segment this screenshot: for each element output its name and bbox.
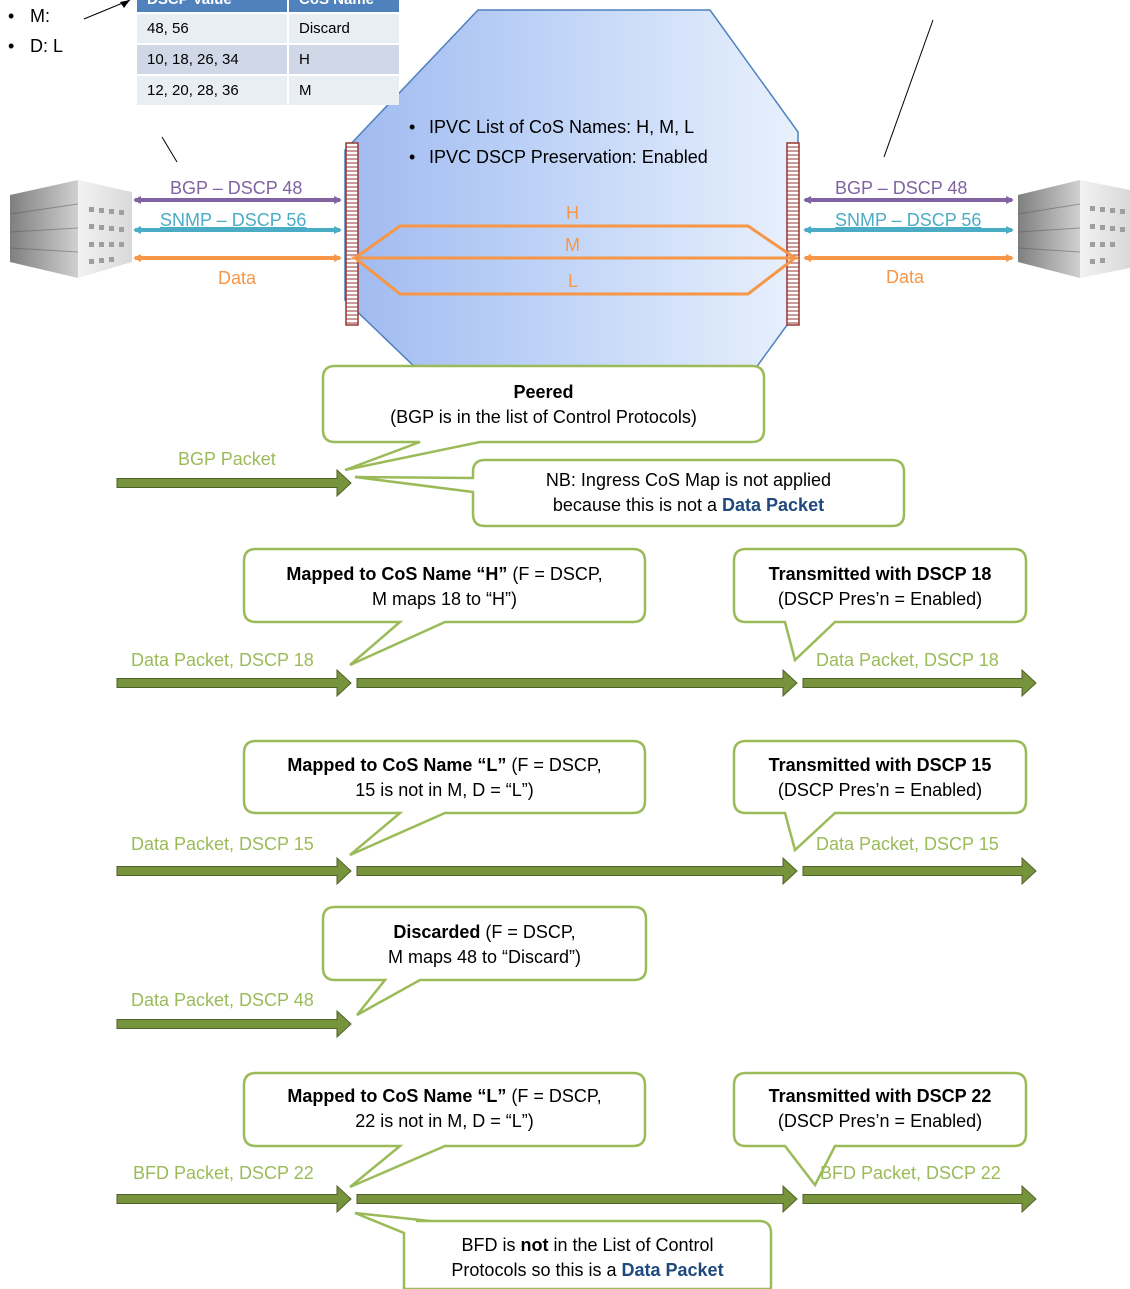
packet-out-bfd22: BFD Packet, DSCP 22 <box>820 1163 1001 1183</box>
callout-transmitted-18: Transmitted with DSCP 18 (DSCP Pres’n = … <box>768 564 992 609</box>
right-building <box>1017 180 1130 278</box>
packet-in-bfd22: BFD Packet, DSCP 22 <box>133 1163 314 1183</box>
note-bfd-data-packet: BFD is not in the List of Control Protoc… <box>451 1235 724 1280</box>
right-data-label: Data <box>886 267 925 287</box>
cos-label-h: H <box>566 203 579 223</box>
packet-arrow <box>802 668 1037 698</box>
tx15-bubble <box>732 739 1028 853</box>
table-cell: M <box>288 74 399 105</box>
legend-m: •M: <box>8 6 50 26</box>
left-data-label: Data <box>218 268 257 288</box>
packet-in-dscp15: Data Packet, DSCP 15 <box>131 834 314 854</box>
cos-label-m: M <box>565 235 580 255</box>
packet-arrow <box>356 1184 798 1214</box>
callout-mapped-l-15: Mapped to CoS Name “L” (F = DSCP, 15 is … <box>287 755 602 800</box>
callout-discarded: Discarded (F = DSCP, M maps 48 to “Disca… <box>387 922 582 967</box>
ipvc-dscp-preservation: •IPVC DSCP Preservation: Enabled <box>409 147 708 167</box>
right-uni-port <box>786 142 800 326</box>
callout-transmitted-15: Transmitted with DSCP 15 (DSCP Pres’n = … <box>768 755 992 800</box>
packet-out-dscp15: Data Packet, DSCP 15 <box>816 834 999 854</box>
note-bfd-bubble <box>354 1211 773 1289</box>
left-uni-port <box>345 142 359 326</box>
right-bgp-label: BGP – DSCP 48 <box>835 178 968 198</box>
right-snmp-label: SNMP – DSCP 56 <box>835 210 982 230</box>
left-uni-pointer <box>161 136 178 163</box>
note-ingress-not-applied: NB: Ingress CoS Map is not applied becau… <box>545 470 832 515</box>
header-dscp-value: DSCP Value <box>137 0 289 13</box>
table-cell: Discard <box>288 12 399 44</box>
right-uni-pointer <box>883 19 934 158</box>
packet-arrow <box>802 856 1037 886</box>
packet-arrow <box>116 856 352 886</box>
header-cos-name: CoS Name <box>288 0 399 13</box>
dscp-cos-map-table: DSCP Value CoS Name 48, 56 Discard 10, 1… <box>137 0 399 105</box>
tx22-bubble <box>732 1071 1028 1188</box>
table-row: 10, 18, 26, 34 H <box>137 43 399 75</box>
packet-out-dscp18: Data Packet, DSCP 18 <box>816 650 999 670</box>
table-header-row: DSCP Value CoS Name <box>137 0 399 13</box>
left-snmp-label: SNMP – DSCP 56 <box>160 210 307 230</box>
packet-in-dscp18: Data Packet, DSCP 18 <box>131 650 314 670</box>
callout-l22-bubble <box>242 1071 647 1189</box>
ipvc-cos-names: •IPVC List of CoS Names: H, M, L <box>409 117 695 137</box>
ipvc-attributes: •IPVC List of CoS Names: H, M, L •IPVC D… <box>409 113 708 173</box>
tx18-bubble <box>732 547 1028 663</box>
callout-peered-bubble <box>321 364 766 472</box>
table-row: 48, 56 Discard <box>137 12 399 44</box>
left-bgp-label: BGP – DSCP 48 <box>170 178 303 198</box>
callout-discard-bubble <box>321 905 648 1017</box>
cos-map-legend: •M: •D: L <box>8 2 63 62</box>
table-cell: 12, 20, 28, 36 <box>137 74 289 105</box>
bgp-packet-label: BGP Packet <box>178 449 276 469</box>
table-row: 12, 20, 28, 36 M <box>137 74 399 105</box>
packet-arrow <box>802 1184 1037 1214</box>
note-ingress-bubble <box>354 458 906 528</box>
table-pointer-arrowhead <box>120 0 130 8</box>
cos-label-l: L <box>568 271 579 291</box>
packet-arrow <box>116 668 352 698</box>
packet-arrow <box>116 468 352 498</box>
packet-arrow <box>116 1184 352 1214</box>
packet-in-dscp48: Data Packet, DSCP 48 <box>131 990 314 1010</box>
table-cell: 10, 18, 26, 34 <box>137 43 289 75</box>
callout-mapped-h: Mapped to CoS Name “H” (F = DSCP, M maps… <box>286 564 603 609</box>
packet-arrow <box>356 668 798 698</box>
legend-d: •D: L <box>8 36 64 56</box>
packet-arrow <box>116 1009 352 1039</box>
table-cell: 48, 56 <box>137 12 289 44</box>
callout-peered: Peered (BGP is in the list of Control Pr… <box>390 382 697 427</box>
callout-l15-bubble <box>242 739 647 857</box>
callout-h-bubble <box>242 547 647 667</box>
packet-arrows <box>116 468 1037 1214</box>
callout-transmitted-22: Transmitted with DSCP 22 (DSCP Pres’n = … <box>768 1086 992 1131</box>
left-building <box>9 180 132 278</box>
callout-mapped-l-22: Mapped to CoS Name “L” (F = DSCP, 22 is … <box>287 1086 602 1131</box>
packet-arrow <box>356 856 798 886</box>
table-cell: H <box>288 43 399 75</box>
cos-lane-l <box>350 256 800 296</box>
